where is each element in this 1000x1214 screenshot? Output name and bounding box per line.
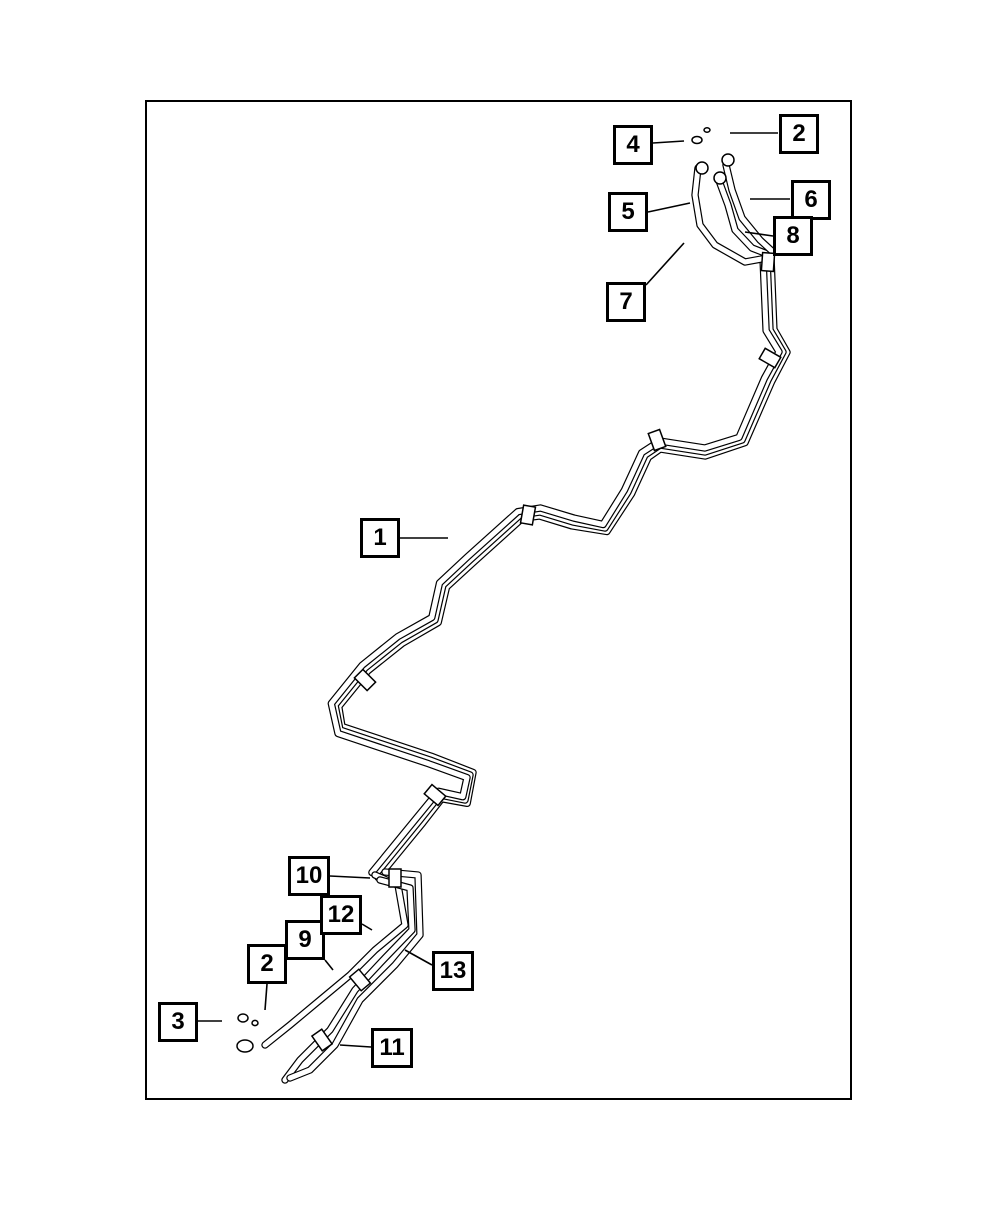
callout-2-bottom: 2	[247, 944, 287, 984]
clamp-8	[348, 968, 372, 992]
lower-hose-2-fill	[282, 877, 415, 1083]
leader-line-8	[645, 242, 685, 286]
clamp-2	[758, 347, 782, 369]
main-line-tube-3-outline	[327, 254, 783, 877]
callout-6: 6	[791, 180, 831, 220]
callout-12: 12	[320, 895, 362, 935]
clamp-3	[647, 428, 667, 452]
callout-9: 9	[285, 920, 325, 960]
callout-4: 4	[613, 125, 653, 165]
leader-line-11	[329, 875, 371, 879]
upper-hose-1-fill	[692, 165, 770, 265]
lower-hose-1-fill	[262, 872, 408, 1048]
main-line-tube-1-fill	[336, 255, 790, 880]
leader-line-9	[744, 231, 774, 237]
o-ring-4	[251, 1019, 259, 1027]
leader-line-3	[264, 983, 268, 1011]
main-line-tube-1-outline	[335, 254, 791, 882]
callout-7: 7	[606, 282, 646, 322]
lower-hose-3-fill	[287, 869, 423, 1081]
callout-8: 8	[773, 216, 813, 256]
fitting-lower	[236, 1039, 254, 1053]
o-ring-1	[691, 135, 703, 145]
leader-line-14	[404, 949, 433, 966]
o-ring-3	[237, 1013, 249, 1023]
callout-2-top: 2	[779, 114, 819, 154]
upper-hose-3-fill	[723, 162, 776, 255]
clamp-7	[388, 868, 402, 888]
leader-line-12	[339, 1044, 372, 1048]
clamp-1	[760, 251, 776, 273]
diagram-frame	[145, 100, 852, 1100]
leader-line-13	[361, 923, 373, 931]
clamp-4	[519, 504, 537, 526]
clamp-5	[353, 668, 377, 692]
callout-13: 13	[432, 951, 474, 991]
main-line-tube-2-outline	[331, 254, 787, 879]
clamp-6	[423, 783, 447, 807]
callout-11: 11	[371, 1028, 413, 1068]
fitting-upper-3	[721, 153, 735, 167]
upper-hose-3-outline	[722, 161, 777, 256]
leader-line-10	[324, 959, 334, 971]
fitting-upper-2	[713, 171, 727, 185]
clamp-9	[310, 1028, 334, 1052]
callout-5: 5	[608, 192, 648, 232]
callout-3: 3	[158, 1002, 198, 1042]
main-line-tube-2-fill	[332, 255, 786, 878]
fitting-upper-1	[695, 161, 709, 175]
leader-line-6	[647, 202, 691, 213]
callout-10: 10	[288, 856, 330, 896]
main-line-tube-3-fill	[328, 255, 782, 875]
upper-hose-2-fill	[715, 175, 773, 258]
leader-line-5	[652, 140, 685, 144]
o-ring-2	[703, 127, 711, 133]
callout-1: 1	[360, 518, 400, 558]
